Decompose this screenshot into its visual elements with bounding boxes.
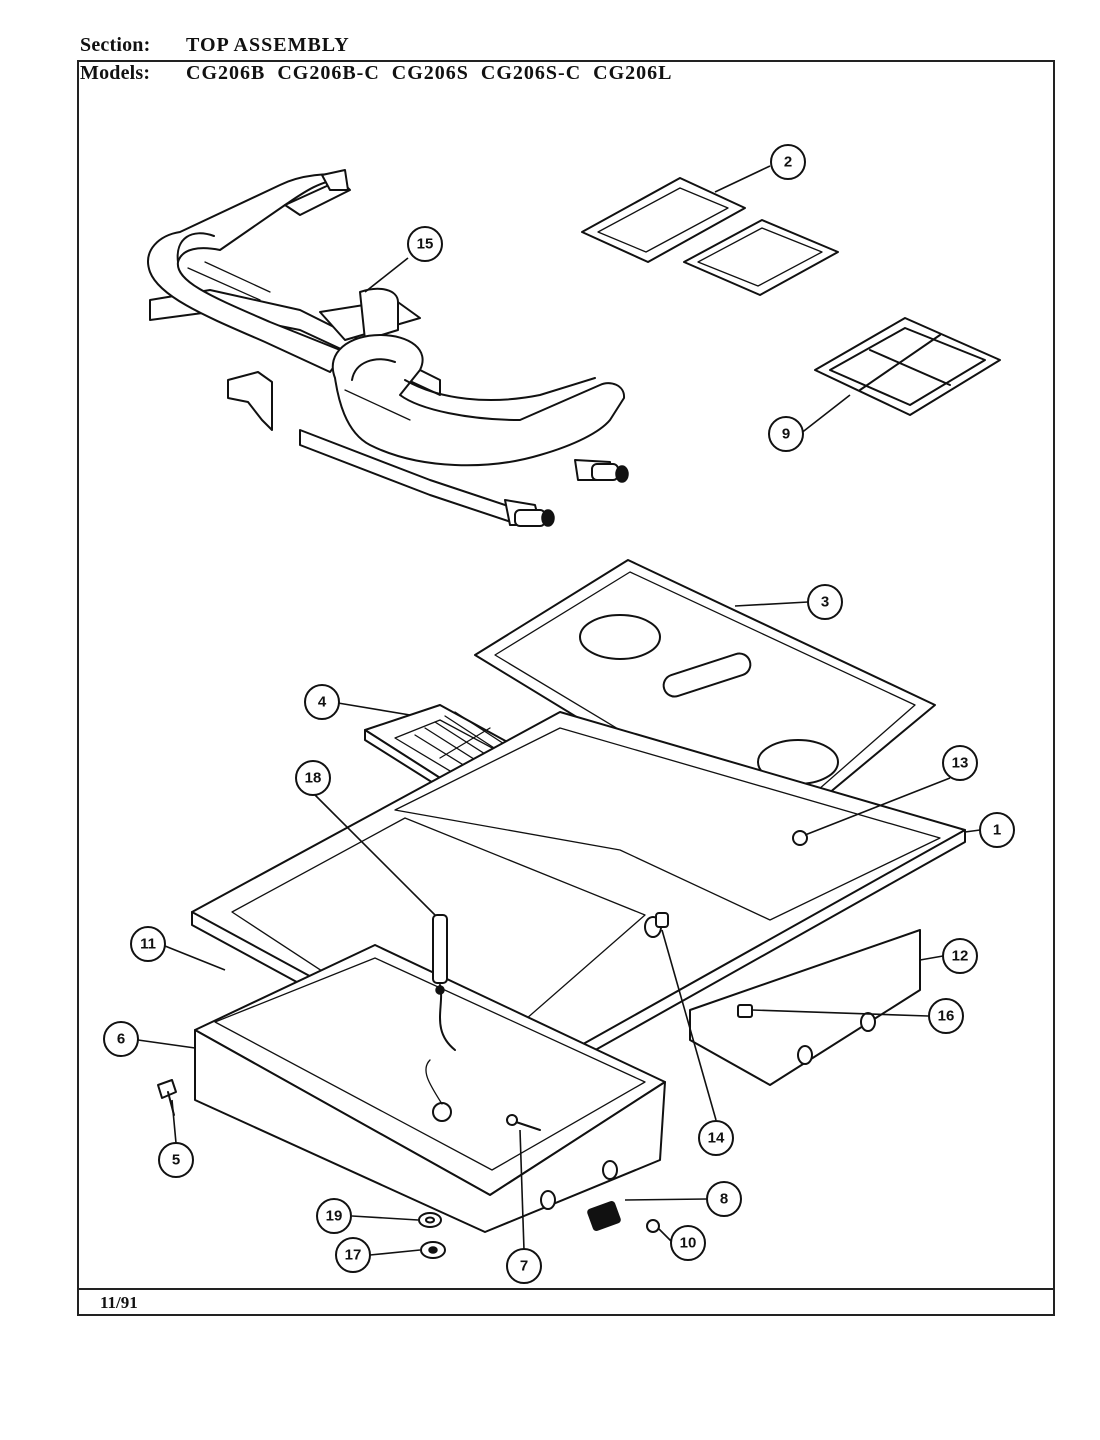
callout-5: 5 xyxy=(158,1142,194,1178)
svg-text:6: 6 xyxy=(117,1031,125,1048)
callout-11: 11 xyxy=(130,926,166,962)
burner-grate xyxy=(814,317,1001,416)
section-label: Section: xyxy=(80,34,151,56)
callout-9: 9 xyxy=(768,416,804,452)
callout-labels: 1 2 3 4 5 6 7 8 9 10 11 12 13 14 15 16 1… xyxy=(103,144,1015,1284)
svg-text:4: 4 xyxy=(318,694,327,711)
svg-text:15: 15 xyxy=(417,236,434,253)
callout-8: 8 xyxy=(706,1181,742,1217)
svg-text:14: 14 xyxy=(708,1130,725,1147)
hardware-parts xyxy=(157,830,808,1259)
models-label: Models: xyxy=(80,62,151,84)
svg-text:10: 10 xyxy=(680,1235,697,1252)
callout-6: 6 xyxy=(103,1021,139,1057)
callout-13: 13 xyxy=(942,745,978,781)
grill-box xyxy=(194,944,666,1233)
diagram-frame xyxy=(77,60,1055,1316)
callout-1: 1 xyxy=(979,812,1015,848)
svg-text:12: 12 xyxy=(952,948,969,965)
svg-text:5: 5 xyxy=(172,1152,180,1169)
callout-18: 18 xyxy=(295,760,331,796)
svg-text:19: 19 xyxy=(326,1208,343,1225)
svg-text:7: 7 xyxy=(520,1258,528,1275)
grill-grates xyxy=(581,177,839,296)
callout-17: 17 xyxy=(335,1237,371,1273)
right-burner-box xyxy=(689,929,921,1086)
svg-text:9: 9 xyxy=(782,426,790,443)
callout-12: 12 xyxy=(942,938,978,974)
footer-strip xyxy=(77,1288,1055,1316)
callout-10: 10 xyxy=(670,1225,706,1261)
section-title: TOP ASSEMBLY xyxy=(186,34,350,56)
revision-date: 11/91 xyxy=(100,1293,138,1312)
callout-7: 7 xyxy=(506,1248,542,1284)
svg-text:17: 17 xyxy=(345,1247,362,1264)
svg-text:11: 11 xyxy=(140,936,156,953)
callout-15: 15 xyxy=(407,226,443,262)
svg-text:13: 13 xyxy=(952,755,969,772)
svg-text:1: 1 xyxy=(993,822,1001,839)
igniter-electrode xyxy=(432,914,456,1051)
callout-4: 4 xyxy=(304,684,340,720)
svg-text:8: 8 xyxy=(720,1191,728,1208)
callout-2: 2 xyxy=(770,144,806,180)
svg-text:3: 3 xyxy=(821,594,829,611)
callout-19: 19 xyxy=(316,1198,352,1234)
callout-14: 14 xyxy=(698,1120,734,1156)
svg-text:16: 16 xyxy=(938,1008,955,1025)
callout-16: 16 xyxy=(928,998,964,1034)
svg-text:2: 2 xyxy=(784,154,792,171)
svg-text:18: 18 xyxy=(305,770,322,787)
callout-3: 3 xyxy=(807,584,843,620)
models-list: CG206B CG206B-C CG206S CG206S-C CG206L xyxy=(186,62,673,84)
burner-assembly xyxy=(147,169,629,527)
